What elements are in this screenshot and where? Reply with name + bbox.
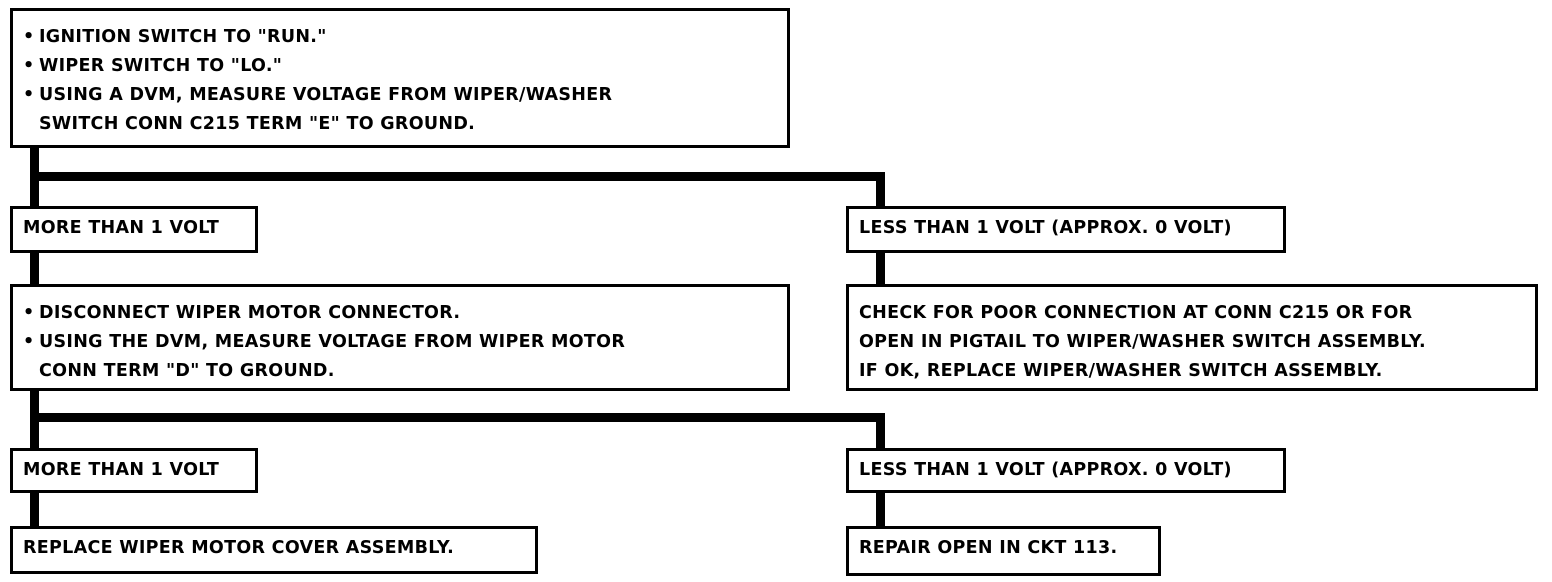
step2-left-item-2-text: USING THE DVM, MEASURE VOLTAGE FROM WIPE… <box>39 332 626 352</box>
step2-right-line-1: CHECK FOR POOR CONNECTION AT CONN C215 O… <box>859 303 1413 323</box>
bullet-icon: • <box>23 303 35 323</box>
result-right-action-text: REPAIR OPEN IN CKT 113. <box>859 538 1118 558</box>
step1-instruction-box: • IGNITION SWITCH TO "RUN." • WIPER SWIT… <box>10 8 790 148</box>
branch2-left-label: MORE THAN 1 VOLT <box>23 460 220 480</box>
step1-item-2-text: WIPER SWITCH TO "LO." <box>39 56 283 76</box>
connector-branch1-right-down <box>876 172 885 206</box>
step2-right-line-2: OPEN IN PIGTAIL TO WIPER/WASHER SWITCH A… <box>859 332 1426 352</box>
step2-left-item-2: • USING THE DVM, MEASURE VOLTAGE FROM WI… <box>23 328 777 357</box>
bullet-icon: • <box>23 27 35 47</box>
bullet-icon: • <box>23 85 35 105</box>
step2-left-item-1-text: DISCONNECT WIPER MOTOR CONNECTOR. <box>39 303 461 323</box>
connector-left2-down <box>30 492 39 528</box>
connector-left1-down <box>30 252 39 286</box>
step1-item-2: • WIPER SWITCH TO "LO." <box>23 52 777 81</box>
bullet-icon: • <box>23 56 35 76</box>
step1-item-3-continuation: SWITCH CONN C215 TERM "E" TO GROUND. <box>39 114 476 134</box>
step1-item-3-text: USING A DVM, MEASURE VOLTAGE FROM WIPER/… <box>39 85 613 105</box>
connector-right1-down <box>876 252 885 286</box>
step2-left-item-2-continuation: CONN TERM "D" TO GROUND. <box>39 361 335 381</box>
step1-item-3: • USING A DVM, MEASURE VOLTAGE FROM WIPE… <box>23 81 777 110</box>
result-right-action-box: REPAIR OPEN IN CKT 113. <box>846 526 1161 576</box>
step2-left-instruction-box: • DISCONNECT WIPER MOTOR CONNECTOR. • US… <box>10 284 790 391</box>
result-left-action-box: REPLACE WIPER MOTOR COVER ASSEMBLY. <box>10 526 538 574</box>
connector-branch2-right-down <box>876 413 885 450</box>
branch2-left-condition: MORE THAN 1 VOLT <box>10 448 258 493</box>
step2-right-line-3: IF OK, REPLACE WIPER/WASHER SWITCH ASSEM… <box>859 361 1383 381</box>
branch2-right-label: LESS THAN 1 VOLT (APPROX. 0 VOLT) <box>859 460 1232 480</box>
branch1-left-condition: MORE THAN 1 VOLT <box>10 206 258 253</box>
connector-right2-down <box>876 492 885 528</box>
step1-item-1-text: IGNITION SWITCH TO "RUN." <box>39 27 327 47</box>
step2-left-item-1: • DISCONNECT WIPER MOTOR CONNECTOR. <box>23 299 777 328</box>
connector-branch1-horizontal <box>30 172 885 181</box>
branch1-right-label: LESS THAN 1 VOLT (APPROX. 0 VOLT) <box>859 218 1232 238</box>
bullet-icon: • <box>23 332 35 352</box>
result-left-action-text: REPLACE WIPER MOTOR COVER ASSEMBLY. <box>23 538 455 558</box>
connector-branch2-horizontal <box>30 413 885 422</box>
branch2-right-condition: LESS THAN 1 VOLT (APPROX. 0 VOLT) <box>846 448 1286 493</box>
step2-right-instruction-box: CHECK FOR POOR CONNECTION AT CONN C215 O… <box>846 284 1538 391</box>
step1-item-1: • IGNITION SWITCH TO "RUN." <box>23 23 777 52</box>
branch1-left-label: MORE THAN 1 VOLT <box>23 218 220 238</box>
branch1-right-condition: LESS THAN 1 VOLT (APPROX. 0 VOLT) <box>846 206 1286 253</box>
